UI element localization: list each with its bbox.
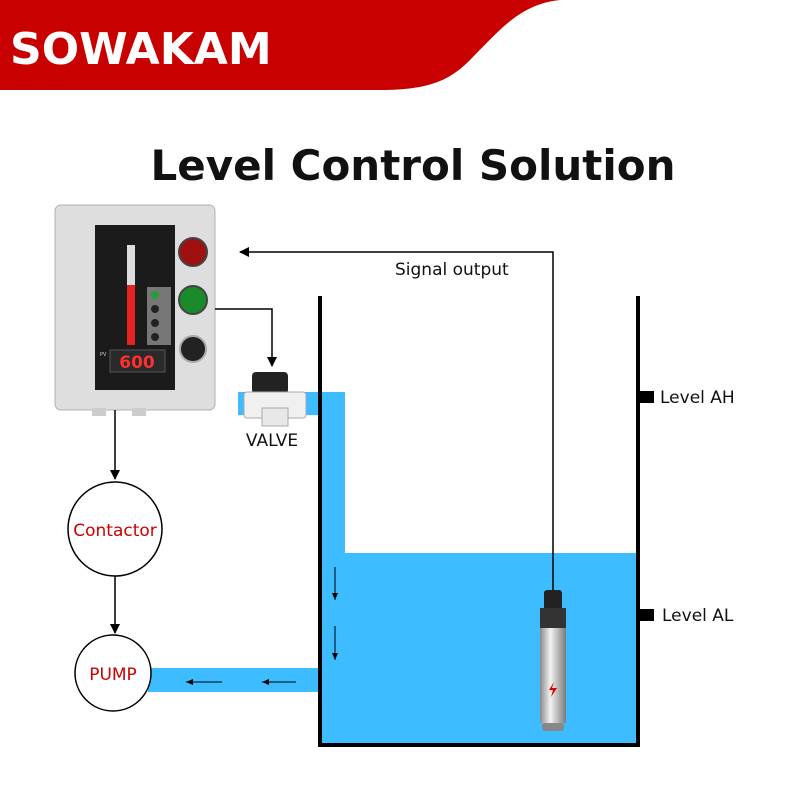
- signal-output-label: Signal output: [395, 260, 509, 280]
- controller-display: 600: [119, 353, 155, 373]
- level-al-marker: [640, 609, 654, 621]
- pump-label: PUMP: [89, 665, 137, 685]
- level-ah-marker: [640, 391, 654, 403]
- solenoid-valve: [243, 372, 307, 427]
- controller-pv-label: PV: [100, 352, 107, 358]
- page-title: Level Control Solution: [151, 141, 676, 190]
- level-ah-label: Level AH: [660, 388, 735, 408]
- level-sensor: [540, 590, 566, 731]
- tank-water: [322, 553, 636, 743]
- tank: [318, 296, 640, 747]
- contactor-label: Contactor: [73, 521, 157, 541]
- inlet-pipe-vertical: [322, 392, 345, 557]
- signal-line: [239, 247, 554, 592]
- low-alarm-light: [178, 285, 208, 315]
- outlet-pipe: [148, 668, 324, 692]
- valve-label: VALVE: [246, 431, 298, 451]
- level-al-label: Level AL: [662, 606, 734, 626]
- mute-switch: [179, 335, 207, 363]
- valve-control-line: [215, 308, 277, 367]
- controller-box: PV 600: [54, 204, 216, 416]
- brand-banner: [0, 0, 560, 90]
- brand-logo: SOWAKAM: [10, 24, 272, 75]
- high-alarm-light: [178, 237, 208, 267]
- pump-circle: [74, 634, 152, 712]
